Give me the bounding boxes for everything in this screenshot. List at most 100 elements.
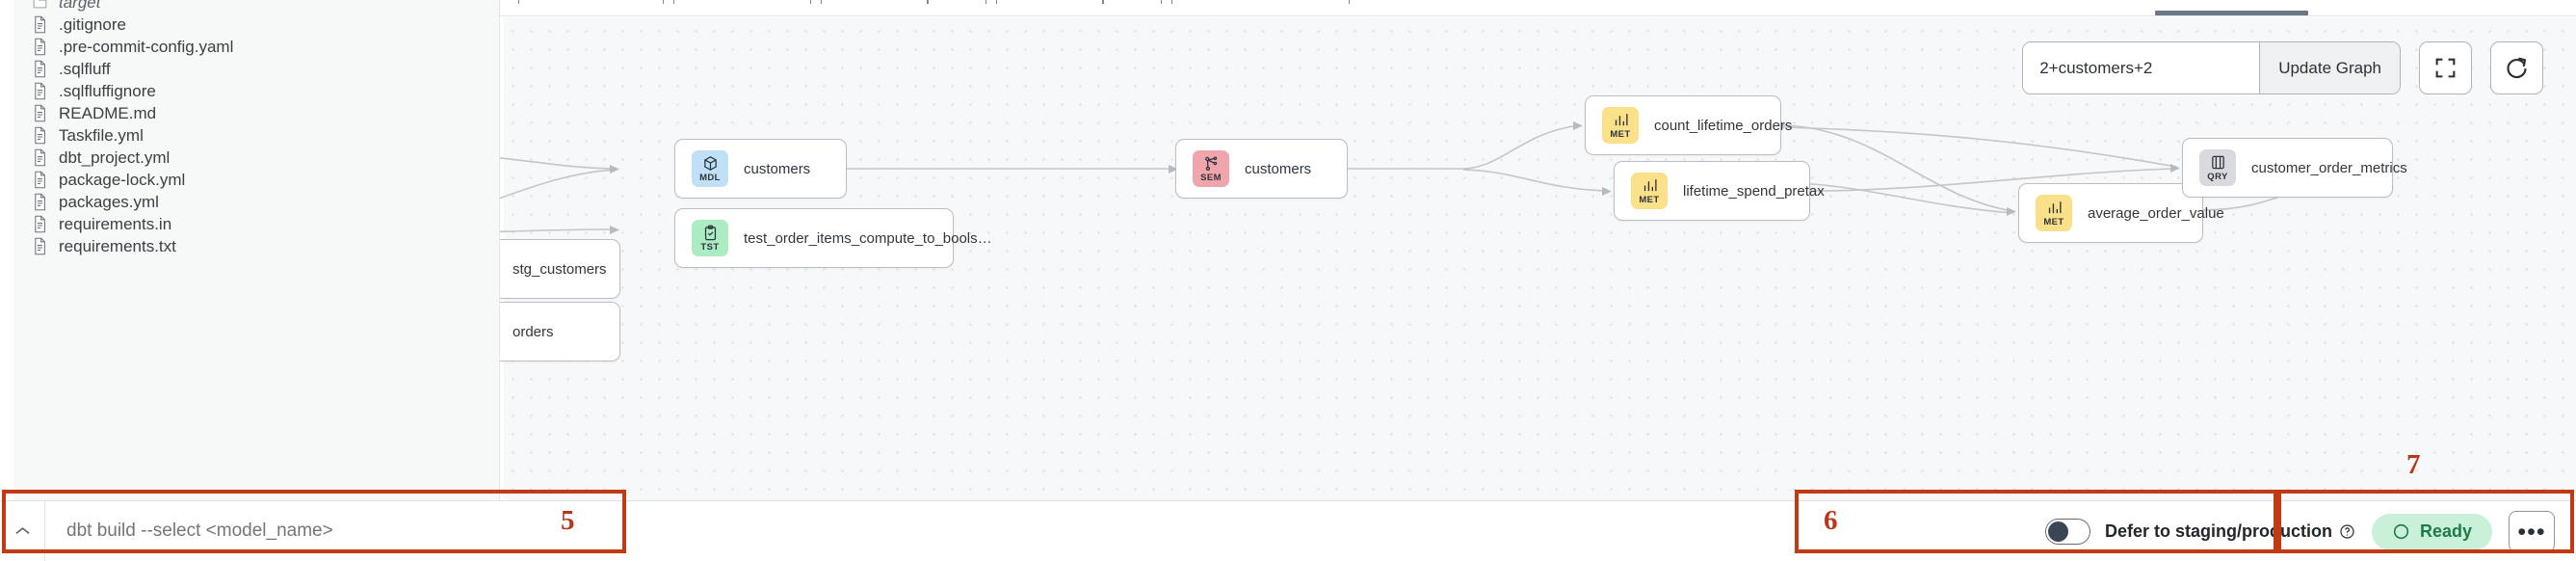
badge-text: MDL [699,172,721,183]
graph-node-orders[interactable]: orders [500,302,620,361]
badge-text: QRY [2207,171,2228,182]
file-row[interactable]: .sqlfluffignore [13,80,500,102]
circle-icon [2393,523,2409,540]
ellipsis-icon: ••• [2517,518,2546,546]
cube-icon [703,155,717,171]
file-icon [33,60,50,79]
graph-node-customers-model[interactable]: MDL customers [674,139,847,199]
defer-toggle-text: Defer to staging/production [2104,521,2332,541]
graph-node-label: customers [1245,160,1312,177]
graph-edges [500,121,2355,234]
metric-badge: MET [2036,195,2072,231]
file-name-label: requirements.in [59,214,172,233]
expand-console-button[interactable] [0,500,45,561]
file-row[interactable]: packages.yml [13,191,500,213]
file-icon [33,148,50,168]
command-bar: Defer to staging/production Ready ••• [0,500,2576,561]
file-row[interactable]: .sqlfluff [13,58,500,80]
command-input[interactable] [66,521,799,542]
editor-tab-7[interactable] [1171,0,1350,4]
file-name-label: README.md [59,103,157,122]
command-bar-right-controls: Defer to staging/production Ready ••• [2044,501,2555,561]
graph-canvas[interactable]: stg_customers orders MDL customers [500,17,2576,561]
file-row[interactable]: requirements.txt [13,235,500,257]
editor-tab-4[interactable] [928,0,986,4]
file-name-label: dbt_project.yml [59,147,171,167]
graph-node-label: test_order_items_compute_to_bools… [744,229,992,247]
badge-text: MET [2043,216,2064,227]
file-icon [33,193,50,212]
badge-text: MET [1610,128,1631,140]
active-tab-indicator [2155,11,2308,15]
file-name-label: packages.yml [59,192,159,211]
status-badge-label: Ready [2419,521,2472,541]
file-icon [33,82,50,101]
graph-toolbar: Update Graph [2022,41,2543,94]
more-options-button[interactable]: ••• [2509,511,2555,552]
node-selector-group: Update Graph [2022,41,2401,94]
metric-badge: MET [1631,173,1668,209]
badge-text: MET [1639,194,1660,205]
file-icon [33,126,50,146]
folder-icon [33,0,50,13]
graph-node-label: orders [513,323,554,340]
explorer-left-gutter [0,0,13,561]
file-row[interactable]: requirements.in [13,213,500,235]
file-name-label: .sqlfluff [59,59,111,78]
badge-text: SEM [1200,172,1222,183]
graph-node-lifetime-spend-pretax[interactable]: MET lifetime_spend_pretax [1614,161,1825,221]
fullscreen-button[interactable] [2419,41,2472,94]
file-icon [33,104,50,123]
graph-node-label: customers [744,160,811,177]
graph-node-average-order-value[interactable]: MET average_order_value [2018,183,2224,243]
editor-tab-2[interactable] [673,0,811,4]
graph-node-customer-order-metrics[interactable]: QRY customer_order_metrics [2182,138,2407,198]
file-name-label: requirements.txt [59,236,176,255]
file-row[interactable]: package-lock.yml [13,169,500,191]
status-badge[interactable]: Ready [2371,513,2492,550]
graph-node-label: stg_customers [513,260,607,278]
editor-tab-strip [500,0,2576,16]
editor-tab-5[interactable] [996,0,1103,4]
file-name-label: .sqlfluffignore [59,81,156,100]
file-row[interactable]: README.md [13,102,500,124]
file-name-label: package-lock.yml [59,170,186,189]
defer-toggle[interactable] [2044,519,2090,545]
editor-tab-3[interactable] [821,0,928,4]
graph-node-count-lifetime-orders[interactable]: MET count_lifetime_orders [1585,95,1792,155]
file-row[interactable]: Taskfile.yml [13,124,500,147]
refresh-icon [2507,57,2527,79]
file-name-label: Taskfile.yml [59,125,144,145]
file-row[interactable]: .gitignore [13,13,500,36]
saved-query-badge: QRY [2199,149,2236,186]
chevron-up-icon [14,527,30,535]
lineage-graph-panel: stg_customers orders MDL customers [500,0,2576,561]
editor-tab-1[interactable] [518,0,664,4]
graph-node-label: customer_order_metrics [2251,159,2407,176]
toggle-knob [2047,521,2068,542]
graph-node-label: count_lifetime_orders [1654,117,1793,134]
saved-query-icon [2211,155,2224,169]
file-row[interactable]: .pre-commit-config.yaml [13,36,500,58]
file-icon [33,237,50,256]
graph-node-label: average_order_value [2088,204,2224,222]
defer-toggle-label: Defer to staging/production [2105,521,2355,542]
file-name-label: target [59,0,101,12]
file-explorer-panel: target .gitignore.pre-commit-config.yaml.… [0,0,500,561]
badge-text: TST [700,241,720,253]
editor-tab-6[interactable] [1103,0,1162,4]
graph-node-label: lifetime_spend_pretax [1683,182,1825,200]
file-name-label: .gitignore [59,14,126,34]
node-selector-input[interactable] [2023,42,2260,94]
update-graph-button[interactable]: Update Graph [2259,42,2400,94]
graph-node-customers-semantic[interactable]: SEM customers [1175,139,1348,199]
defer-toggle-group: Defer to staging/production [2044,519,2355,545]
file-row[interactable]: dbt_project.yml [13,147,500,169]
folder-row[interactable]: target [13,0,500,13]
refresh-button[interactable] [2490,41,2543,94]
question-circle-icon[interactable] [2339,523,2355,540]
graph-node-test-order-items[interactable]: TST test_order_items_compute_to_bools… [674,208,992,268]
graph-node-stg-customers[interactable]: stg_customers [500,239,620,299]
clipboard-check-icon [704,225,716,240]
